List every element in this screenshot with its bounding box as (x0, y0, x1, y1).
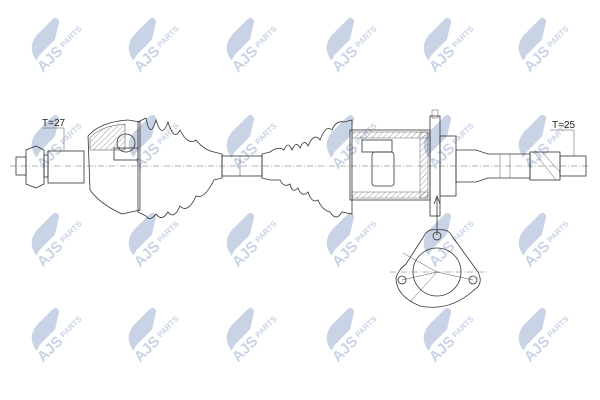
svg-text:PARTS: PARTS (254, 121, 280, 147)
svg-text:PARTS: PARTS (451, 314, 477, 340)
svg-text:PARTS: PARTS (354, 219, 380, 245)
svg-text:T=27: T=27 (42, 118, 66, 129)
svg-text:PARTS: PARTS (254, 219, 280, 245)
svg-text:PARTS: PARTS (254, 24, 280, 50)
arrow-icon (433, 194, 441, 235)
svg-text:PARTS: PARTS (451, 219, 477, 245)
svg-text:PARTS: PARTS (354, 24, 380, 50)
svg-text:PARTS: PARTS (546, 24, 572, 50)
svg-text:PARTS: PARTS (156, 219, 182, 245)
svg-text:PARTS: PARTS (59, 219, 85, 245)
label-left-spline: T=27 (42, 118, 66, 151)
svg-text:PARTS: PARTS (156, 314, 182, 340)
inner-boot (261, 119, 353, 218)
inner-stub (455, 149, 587, 183)
svg-text:PARTS: PARTS (59, 24, 85, 50)
svg-text:PARTS: PARTS (354, 314, 380, 340)
svg-text:PARTS: PARTS (451, 24, 477, 50)
outer-cv-joint (87, 119, 141, 215)
svg-text:PARTS: PARTS (254, 314, 280, 340)
flange-detail-view (390, 229, 488, 308)
svg-text:PARTS: PARTS (451, 121, 477, 147)
label-right-spline: T=25 (550, 120, 576, 156)
svg-text:PARTS: PARTS (546, 219, 572, 245)
outer-boot (137, 117, 223, 219)
svg-text:PARTS: PARTS (156, 24, 182, 50)
inner-joint-housing (349, 129, 431, 201)
svg-text:PARTS: PARTS (59, 314, 85, 340)
outer-stub (15, 145, 85, 189)
svg-text:PARTS: PARTS (546, 314, 572, 340)
svg-text:T=25: T=25 (552, 120, 576, 131)
drive-shaft: T=27 T=25 (10, 109, 590, 308)
